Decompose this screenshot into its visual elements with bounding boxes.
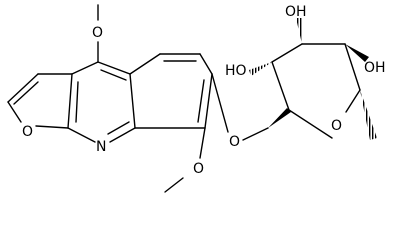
label-o-furan: O	[22, 124, 33, 140]
hash-c3-oh	[296, 18, 303, 44]
bond-c8a-c4a	[129, 73, 136, 129]
label-o-ring-sugar: O	[331, 118, 342, 134]
label-n-ring: N	[96, 139, 106, 155]
label-o-methoxy-bottom: O	[193, 161, 204, 177]
bond-c4-c4a	[97, 61, 131, 75]
bond-c2-c3	[271, 43, 303, 63]
bond-c6-c7	[199, 53, 213, 75]
bond-furan-4	[7, 101, 22, 123]
bond-n-c8a	[109, 127, 136, 143]
bond-furan-6b	[75, 81, 79, 123]
bond-c7-c8	[204, 73, 213, 129]
hash-c5-methyl	[360, 90, 377, 140]
label-o-glycosidic: O	[229, 134, 240, 150]
bond-n-c8a-b	[107, 121, 130, 135]
bond-c4a-c5	[129, 53, 161, 75]
wedge-c4-oh	[345, 44, 369, 62]
label-oh-left: HO	[225, 63, 247, 79]
bond-c4-c5	[344, 43, 361, 91]
molecule-canvas: O O N O O O HO OH OH	[7, 4, 386, 193]
bond-c7-c8-b	[197, 79, 205, 123]
bond-o-methyl-bottom	[164, 177, 184, 193]
bond-c4-c4a-b	[100, 69, 127, 81]
hash-c2-oh	[249, 62, 272, 76]
bond-furan-3	[7, 73, 39, 103]
bond-furan-6	[67, 73, 73, 129]
bond-furan-3b	[13, 81, 39, 105]
bond-o-glyco-c1	[242, 127, 269, 141]
label-oh-middle: OH	[285, 4, 307, 20]
bond-oring-c1	[288, 109, 333, 139]
bond-c5-oring	[345, 89, 361, 113]
bond-furan-1	[71, 61, 99, 75]
bond-c7-o-glyco	[211, 73, 229, 133]
bond-c2-n	[67, 127, 96, 143]
bond-c8-o-bottom	[199, 127, 206, 159]
bond-furan-5	[35, 125, 69, 129]
bond-c1-c2	[271, 61, 290, 111]
label-oh-right: OH	[364, 60, 386, 76]
label-o-methoxy-top: O	[92, 25, 103, 41]
molecule-structure: O O N O O O HO OH OH	[7, 4, 386, 193]
wedge-c1	[268, 108, 291, 128]
